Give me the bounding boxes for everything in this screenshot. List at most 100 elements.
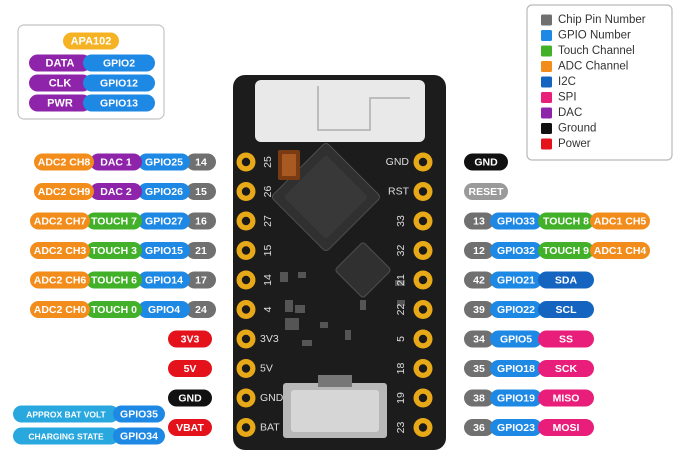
header-hole	[418, 423, 428, 432]
chip-pin-number: 21	[186, 242, 216, 259]
left-label-touch-bg	[86, 301, 142, 318]
legend-label: Touch Channel	[558, 45, 635, 57]
left-label-gpio-bg	[138, 271, 190, 289]
legend-swatch	[541, 107, 552, 119]
apa102-clk-gpio-bg	[83, 74, 155, 92]
legend-swatch	[541, 123, 552, 134]
chip-pin-number-text: 24	[195, 304, 207, 316]
left-label-touch: TOUCH 7	[86, 212, 142, 230]
chip-pin-number-text: 36	[473, 422, 485, 434]
battery-info-label: APPROX BAT VOLT	[13, 405, 119, 423]
header-hole	[418, 216, 428, 226]
header-hole	[241, 246, 251, 255]
legend-label: Chip Pin Number	[558, 14, 646, 26]
chip-pin-number-text: 12	[473, 245, 485, 257]
chip-pin-number-bg	[464, 419, 494, 436]
header-hole	[418, 334, 428, 344]
silkscreen-label: RST	[388, 186, 410, 198]
apa102-data-label-text: DATA	[46, 58, 75, 70]
legend-swatch	[541, 30, 552, 41]
right-label-touch-text: TOUCH 8	[543, 216, 589, 228]
right-label-gpio: GPIO19	[490, 389, 542, 407]
chip-pin-number: 15	[186, 183, 216, 200]
apa102-data-label: DATA	[29, 54, 91, 72]
left-label-power-text: 5V	[184, 363, 197, 375]
apa102-pwr-gpio-bg	[83, 94, 155, 112]
battery-info-gpio: GPIO35	[113, 405, 165, 423]
left-label-touch-text: TOUCH 6	[91, 275, 137, 287]
left-label-power-bg	[168, 419, 212, 436]
silkscreen-label: 18	[395, 363, 407, 375]
battery-info-gpio: GPIO34	[113, 427, 165, 445]
right-label-gpio-text: GPIO22	[497, 304, 535, 316]
silkscreen-label: 14	[262, 274, 274, 286]
right-label-gpio: GPIO22	[490, 301, 542, 318]
left-label-adc: ADC2 CH6	[30, 271, 90, 289]
right-label-gpio-text: GPIO19	[497, 393, 535, 405]
smd-component	[395, 280, 405, 286]
left-label-adc: ADC2 CH0	[30, 301, 90, 318]
left-label-adc-bg	[34, 153, 94, 171]
left-label-touch-bg	[86, 242, 142, 259]
left-label-power-text: 3V3	[181, 334, 200, 346]
header-hole	[418, 246, 428, 255]
left-label-touch-bg	[86, 271, 142, 289]
left-label-ground-bg	[168, 389, 212, 407]
smd-component	[397, 300, 405, 306]
right-label-gpio-bg	[490, 301, 542, 318]
silkscreen-label: 21	[395, 274, 407, 286]
chip-pin-number-bg	[464, 301, 494, 318]
header-hole	[418, 157, 428, 167]
silkscreen-label: BAT	[260, 422, 280, 434]
pcb-board: 252627151443V35VGNDBATGNDRST333221225181…	[233, 75, 446, 450]
apa102-data-label-bg	[29, 54, 91, 72]
battery-info-gpio-bg	[113, 427, 165, 445]
apa102-data-gpio-bg	[83, 54, 155, 72]
battery-info-label-bg	[13, 405, 119, 423]
chip-pin-number: 39	[464, 301, 494, 318]
header-hole	[418, 275, 428, 285]
right-label-i2c: SDA	[538, 271, 594, 289]
silkscreen-label: 4	[262, 306, 274, 312]
legend-swatch	[541, 61, 552, 72]
right-label-touch: TOUCH 8	[538, 212, 594, 230]
header-hole	[241, 187, 251, 196]
right-label-gpio-bg	[490, 330, 542, 348]
antenna-trace	[317, 86, 410, 131]
chip-pin-number: 17	[186, 271, 216, 289]
right-label-spi: SCK	[538, 360, 594, 377]
right-label-i2c-text: SDA	[555, 275, 578, 287]
right-label-gpio: GPIO5	[490, 330, 542, 348]
right-label-gpio-text: GPIO18	[497, 363, 535, 375]
chip-pin-number-text: 21	[195, 245, 207, 257]
left-label-touch-text: TOUCH 7	[91, 216, 137, 228]
left-label-gpio: GPIO26	[138, 183, 190, 200]
chip-pin-number: 16	[186, 212, 216, 230]
silkscreen-label: GND	[260, 392, 284, 404]
antenna-module	[255, 80, 425, 142]
left-label-dac: DAC 1	[90, 153, 142, 171]
legend-label: ADC Channel	[558, 61, 628, 73]
right-label-i2c-bg	[538, 271, 594, 289]
chip-pin-number-bg	[464, 212, 494, 230]
silkscreen-label: 22	[395, 304, 407, 316]
left-label-adc-bg	[30, 242, 90, 259]
chip-pin-number: 14	[186, 153, 216, 171]
right-label-adc-text: ADC1 CH4	[594, 245, 647, 257]
apa102-data-gpio: GPIO2	[83, 54, 155, 72]
legend-label: Ground	[558, 123, 596, 135]
silkscreen-label: 33	[395, 215, 407, 227]
legend-swatch	[541, 14, 552, 26]
battery-info-label-text: APPROX BAT VOLT	[26, 410, 106, 420]
chip-pin-number: 38	[464, 389, 494, 407]
chip-pin-number-bg	[186, 183, 216, 200]
battery-info-gpio-text: GPIO35	[120, 409, 158, 421]
silkscreen-label: 15	[262, 245, 274, 257]
left-label-adc-bg	[30, 212, 90, 230]
right-label-adc-bg	[590, 242, 650, 259]
chip-pin-number-text: 17	[195, 275, 207, 287]
legend-swatch	[541, 138, 552, 150]
right-label-spi-text: SCK	[555, 363, 578, 375]
left-label-gpio-bg	[138, 242, 190, 259]
right-label-gpio-bg	[490, 242, 542, 259]
